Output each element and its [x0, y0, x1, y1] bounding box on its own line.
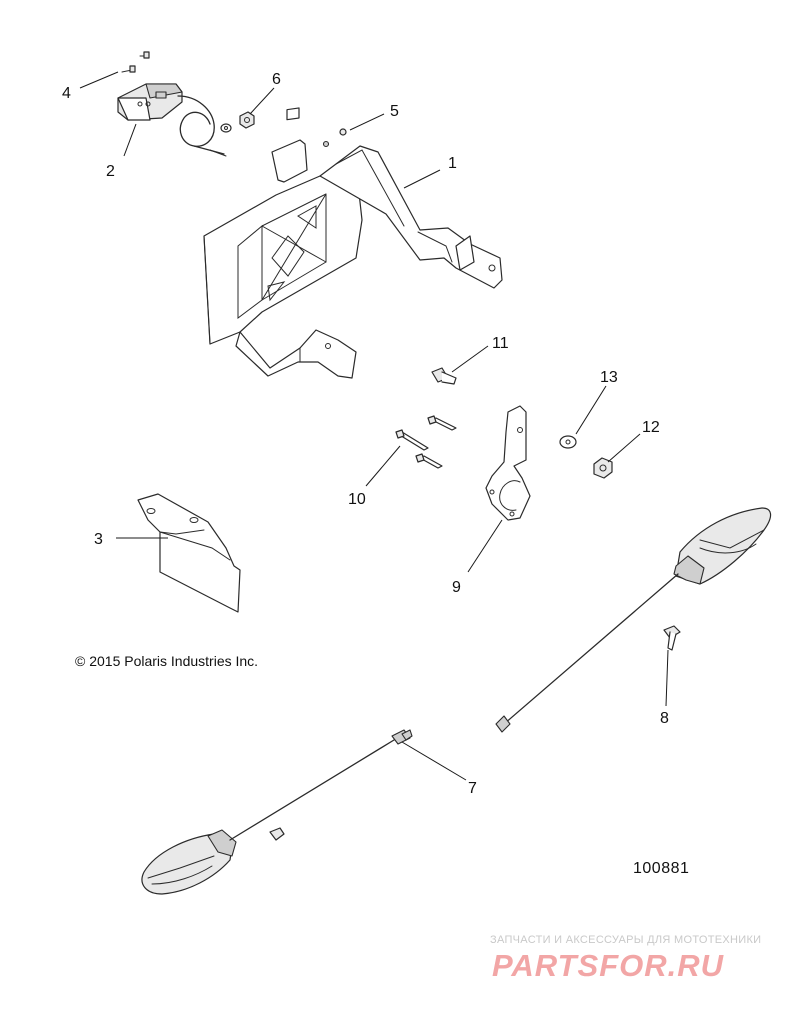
callout-10: 10: [348, 491, 366, 508]
leader-13: [575, 385, 607, 435]
part-6-nut-washer: [220, 111, 255, 133]
leader-5: [349, 113, 385, 131]
callout-3: 3: [94, 531, 103, 548]
part-8-push-rivet: [663, 625, 681, 651]
leader-10: [365, 445, 401, 487]
part-1-mounting-bracket: [203, 107, 503, 379]
part-7-turn-signal-lamps: [141, 507, 772, 895]
leader-4: [79, 71, 119, 89]
leader-2: [123, 123, 137, 157]
part-12-flange-nut: [593, 457, 613, 479]
leader-6: [249, 87, 275, 115]
callout-2: 2: [106, 163, 115, 180]
leader-9: [467, 519, 503, 573]
callout-7: 7: [468, 780, 477, 797]
leader-12: [607, 433, 641, 463]
leader-8: [665, 649, 669, 707]
watermark-logo: PARTSFOR.RU: [492, 948, 725, 983]
part-3-mud-flap: [137, 493, 241, 613]
copyright-notice: © 2015 Polaris Industries Inc.: [75, 653, 259, 669]
callout-8: 8: [660, 710, 669, 727]
callout-1: 1: [448, 155, 457, 172]
part-5-nut: [322, 128, 347, 148]
callout-4: 4: [62, 85, 71, 102]
callout-12: 12: [642, 419, 660, 436]
part-9-mounting-plate: [485, 405, 531, 521]
callout-5: 5: [390, 103, 399, 120]
callout-11: 11: [492, 335, 509, 352]
part-10-bolts: [395, 415, 457, 469]
part-2-switch-module: [117, 83, 227, 157]
diagram-id: 100881: [633, 860, 690, 877]
watermark-subtitle: ЗАПЧАСТИ И АКСЕССУАРЫ ДЛЯ МОТОТЕХНИКИ: [490, 934, 762, 946]
leader-lines: [79, 71, 669, 781]
callout-6: 6: [272, 71, 281, 88]
callout-13: 13: [600, 369, 618, 386]
part-4-screw: [121, 51, 150, 73]
callout-9: 9: [452, 579, 461, 596]
part-13-washer: [559, 435, 577, 449]
leader-11: [451, 345, 489, 373]
leader-1: [403, 169, 441, 189]
part-11-flange-bolt: [431, 367, 457, 385]
callout-labels: 1 2 3 4 5 6 7 8 9 10 11 12 13: [62, 71, 669, 797]
leader-7: [401, 741, 467, 781]
